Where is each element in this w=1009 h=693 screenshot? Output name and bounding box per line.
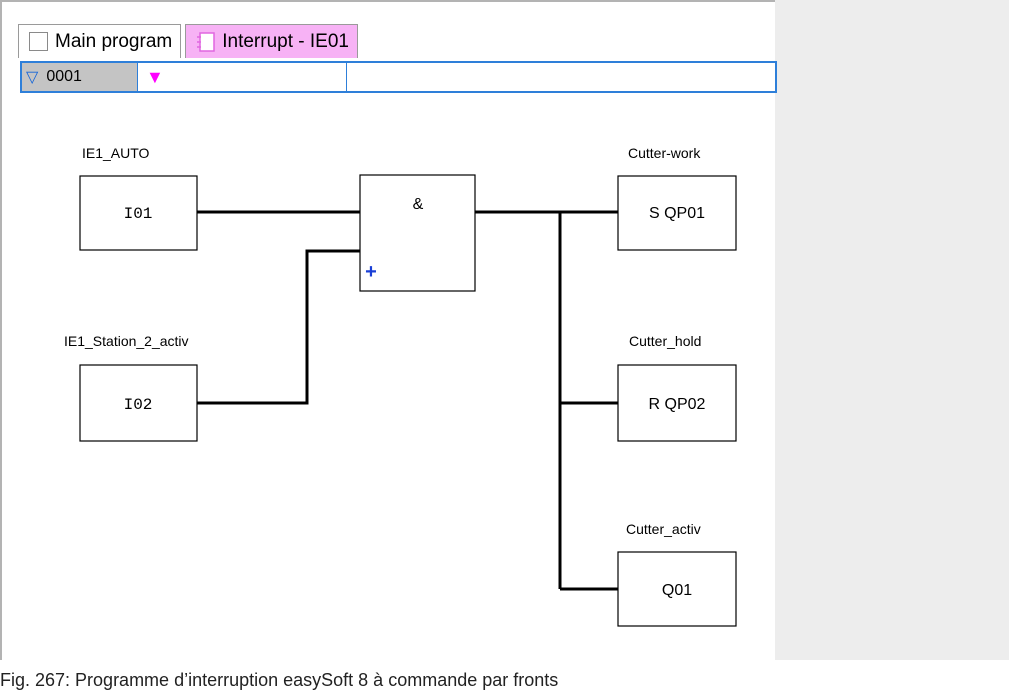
input-block-i01[interactable] [79, 175, 198, 251]
comment-qp02: Cutter_hold [629, 333, 701, 349]
comment-q01: Cutter_activ [626, 521, 701, 537]
comment-i02: IE1_Station_2_activ [64, 333, 189, 349]
operand-i01: I01 [124, 205, 153, 223]
tab-label: Interrupt - IE01 [222, 30, 349, 52]
input-block-i02[interactable] [79, 364, 198, 442]
side-panel [775, 0, 1009, 660]
tab-label: Main program [55, 30, 173, 52]
and-gate-block[interactable] [359, 174, 476, 292]
output-block-qp01[interactable] [617, 175, 737, 251]
edge-marker-icon: ▼ [146, 66, 164, 87]
tab-main-program[interactable]: Main program [18, 24, 182, 58]
add-input-plus-icon[interactable]: + [365, 261, 377, 283]
operand-qp02: R QP02 [649, 396, 706, 413]
rung-separator [346, 63, 347, 91]
operand-q01: Q01 [662, 582, 692, 599]
rung-header[interactable]: ▽ 0001 ▼ [20, 61, 777, 93]
figure-caption: Fig. 267: Programme d’interruption easyS… [0, 670, 559, 690]
operand-qp01: S QP01 [649, 205, 705, 222]
rung-number-cell[interactable]: ▽ 0001 [22, 63, 138, 91]
output-block-q01[interactable] [617, 551, 737, 627]
editor-area: Main program Interrupt - IE01 ▽ 0001 ▼ [0, 0, 777, 660]
collapse-triangle-icon[interactable]: ▽ [26, 69, 39, 86]
connection-wires [197, 210, 618, 591]
output-block-qp02[interactable] [617, 364, 737, 442]
tab-interrupt[interactable]: Interrupt - IE01 [185, 24, 358, 58]
tab-strip: Main program Interrupt - IE01 [18, 24, 362, 58]
wire-i02-and [197, 249, 360, 405]
operand-i02: I02 [124, 396, 153, 414]
interrupt-icon [197, 31, 215, 52]
program-icon [29, 32, 48, 51]
rung-number: 0001 [46, 68, 82, 85]
function-block-diagram: IE1_AUTO IE1_Station_2_activ Cutter-work… [64, 145, 737, 627]
and-symbol: & [413, 196, 424, 213]
comment-i01: IE1_AUTO [82, 145, 150, 161]
comment-qp01: Cutter-work [628, 145, 701, 161]
